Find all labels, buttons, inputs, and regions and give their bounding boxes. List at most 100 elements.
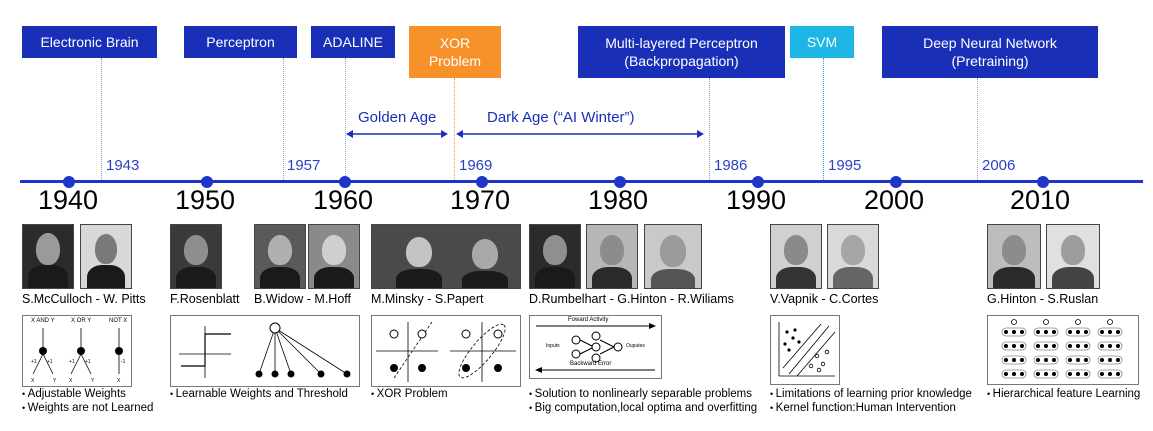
- dbn-node: [1068, 372, 1072, 376]
- decade-1990: 1990: [726, 185, 787, 215]
- dbn-node: [1052, 330, 1056, 334]
- dbn-node: [1044, 330, 1048, 334]
- event-label: Multi-layered Perceptron: [605, 35, 758, 51]
- dbn-node: [1108, 330, 1112, 334]
- svg-text:Y: Y: [91, 378, 95, 384]
- dbn-output-node: [1011, 319, 1017, 325]
- svg-text:+1: +1: [47, 359, 53, 365]
- dbn-node: [1068, 344, 1072, 348]
- decade-dot: [201, 176, 213, 188]
- bullet-item: Adjustable Weights: [22, 387, 153, 401]
- dbn-output-node: [1043, 319, 1049, 325]
- connector-line: [345, 58, 346, 182]
- bullet-item: Learnable Weights and Threshold: [170, 387, 348, 401]
- dbn-node: [1004, 344, 1008, 348]
- names-rosenblatt: F.Rosenblatt: [170, 292, 240, 306]
- dbn-node: [1044, 372, 1048, 376]
- dbn-node: [1020, 358, 1024, 362]
- decade-2000: 2000: [864, 185, 925, 215]
- dbn-node: [1100, 330, 1104, 334]
- dbn-node: [1084, 344, 1088, 348]
- portrait-ruslan: [1046, 224, 1100, 289]
- dbn-node: [1012, 330, 1016, 334]
- event-svm: SVM: [790, 26, 854, 58]
- dbn-output-node: [1075, 319, 1081, 325]
- bullet-item: Kernel function:Human Intervention: [770, 401, 972, 415]
- timeline-axis: [20, 180, 1143, 183]
- dbn-output-node: [1107, 319, 1113, 325]
- connector-line: [977, 78, 978, 182]
- event-label: XOR: [439, 35, 471, 51]
- backward-label: Backward Error: [570, 361, 612, 367]
- event-dnn: Deep Neural Network (Pretraining): [882, 26, 1098, 78]
- bullet-item: Hierarchical feature Learning: [987, 387, 1141, 401]
- dbn-node: [1116, 358, 1120, 362]
- bullet-item: Limitations of learning prior knowledge: [770, 387, 972, 401]
- portrait-mcculloch: [22, 224, 74, 289]
- notx-label: NOT X: [109, 318, 128, 324]
- decade-2010: 2010: [1010, 185, 1071, 215]
- names-hinton-ruslan: G.Hinton - S.Ruslan: [987, 292, 1099, 306]
- dbn-diagram: [987, 315, 1139, 385]
- decade-1980: 1980: [588, 185, 649, 215]
- svg-text:+1: +1: [85, 359, 91, 365]
- dbn-node: [1004, 330, 1008, 334]
- decade-dot: [339, 176, 351, 188]
- year-1943: 1943: [106, 157, 140, 174]
- dark-age-label: Dark Age (“AI Winter”): [487, 109, 635, 126]
- dbn-node: [1044, 344, 1048, 348]
- dbn-node: [1068, 330, 1072, 334]
- year-1986: 1986: [714, 157, 748, 174]
- dbn-node: [1076, 330, 1080, 334]
- backprop-diagram: Foward Activity Backward Error Inputs Ou…: [529, 315, 662, 379]
- xor-label: X OR Y: [71, 318, 92, 324]
- portrait-hinton-2006: [987, 224, 1041, 289]
- bullet-item: Big computation,local optima and overfit…: [529, 401, 757, 415]
- decade-1950: 1950: [175, 185, 236, 215]
- forward-label: Foward Activity: [568, 317, 609, 323]
- bullets-hinton: Hierarchical feature Learning: [987, 387, 1141, 401]
- dbn-node: [1036, 344, 1040, 348]
- portrait-vapnik: [770, 224, 822, 289]
- svg-text:+1: +1: [31, 359, 37, 365]
- xand-label: X AND Y: [31, 318, 55, 324]
- dbn-node: [1100, 358, 1104, 362]
- bullet-item: Weights are not Learned: [22, 401, 154, 415]
- dbn-node: [1116, 330, 1120, 334]
- bullet-item: XOR Problem: [371, 387, 448, 401]
- xor-diagram: [371, 315, 521, 387]
- dbn-node: [1052, 344, 1056, 348]
- golden-age-label: Golden Age: [358, 109, 437, 126]
- event-label-2: (Backpropagation): [624, 53, 739, 69]
- dbn-node: [1012, 358, 1016, 362]
- decade-dot: [752, 176, 764, 188]
- dbn-node: [1036, 358, 1040, 362]
- year-2006: 2006: [982, 157, 1016, 174]
- svg-text:-1: -1: [121, 359, 126, 365]
- event-adaline: ADALINE: [311, 26, 395, 58]
- connector-line: [101, 58, 102, 182]
- event-label: Electronic Brain: [40, 34, 139, 50]
- bullet-item: Solution to nonlinearly separable proble…: [529, 387, 757, 401]
- bullets-mcculloch: Adjustable Weights Weights are not Learn…: [22, 387, 154, 415]
- decade-dot: [614, 176, 626, 188]
- dbn-node: [1020, 330, 1024, 334]
- decade-dot: [1037, 176, 1049, 188]
- dbn-node: [1020, 344, 1024, 348]
- decade-1940: 1940: [38, 185, 99, 215]
- event-perceptron: Perceptron: [184, 26, 297, 58]
- portrait-minsky-papert: [371, 224, 521, 289]
- dbn-node: [1108, 358, 1112, 362]
- decade-dot: [63, 176, 75, 188]
- event-electronic-brain: Electronic Brain: [22, 26, 157, 58]
- dbn-node: [1036, 330, 1040, 334]
- dbn-node: [1004, 372, 1008, 376]
- dbn-node: [1076, 358, 1080, 362]
- dbn-node: [1100, 344, 1104, 348]
- svg-text:Y: Y: [53, 378, 57, 384]
- svm-diagram: [770, 315, 840, 385]
- portrait-hoff: [308, 224, 360, 289]
- event-label: Perceptron: [206, 34, 275, 50]
- names-minsky-papert: M.Minsky - S.Papert: [371, 292, 484, 306]
- dbn-node: [1052, 372, 1056, 376]
